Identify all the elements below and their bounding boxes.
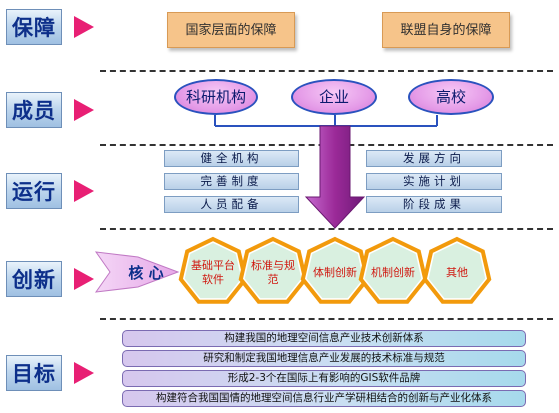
row-arrow-icon [74,268,94,290]
operation-left-bar: 健全机构 [164,150,299,167]
innovation-item-label: 其他 [446,266,468,279]
row-label-guarantee: 保障 [6,9,62,45]
innovation-item-label: 标准与规 [251,258,295,272]
down-arrow-icon [304,125,366,229]
row-label-members: 成员 [6,92,62,128]
section-divider [100,228,553,230]
innovation-heptagon-fill [306,243,364,299]
member-research-oval: 科研机构 [174,79,258,115]
innovation-core-label: 核 心 [128,264,164,282]
section-divider [100,318,553,320]
guarantee-alliance-box: 联盟自身的保障 [382,12,510,48]
core-arrow-icon [94,251,180,293]
row-label-innovation: 创新 [6,261,62,297]
innovation-item-label: 体制创新 [313,265,357,279]
row-arrow-icon [74,362,94,384]
guarantee-national-box: 国家层面的保障 [167,12,295,48]
goal-item: 构建符合我国国情的地理空间信息行业产学研相结合的创新与产业化体系 [122,390,526,407]
goal-item: 研究和制定我国地理信息产业发展的技术标准与规范 [122,350,526,367]
innovation-item-label: 机制创新 [371,265,415,279]
goal-item: 构建我国的地理空间信息产业技术创新体系 [122,330,526,347]
operation-right-bar: 实施计划 [366,173,502,190]
operation-left-bar: 人员配备 [164,196,299,213]
innovation-heptagon-fill [184,243,242,299]
innovation-item-label: 基础平台 [191,258,235,272]
row-arrow-icon [74,16,94,38]
innovation-heptagon-fill [364,243,422,299]
member-enterprise-oval: 企业 [291,79,377,115]
operation-right-bar: 发展方向 [366,150,502,167]
section-divider [100,70,553,72]
row-label-goals: 目标 [6,355,62,391]
row-label-operation: 运行 [6,173,62,209]
row-arrow-icon [74,180,94,202]
innovation-item-label: 范 [268,272,279,286]
innovation-heptagon-fill [428,243,486,299]
goal-item: 形成2-3个在国际上有影响的GIS软件品牌 [122,370,526,387]
member-university-oval: 高校 [408,79,494,115]
row-arrow-icon [74,99,94,121]
innovation-heptagon-fill [244,243,302,299]
innovation-item-label: 软件 [202,272,224,286]
operation-right-bar: 阶段成果 [366,196,502,213]
operation-left-bar: 完善制度 [164,173,299,190]
